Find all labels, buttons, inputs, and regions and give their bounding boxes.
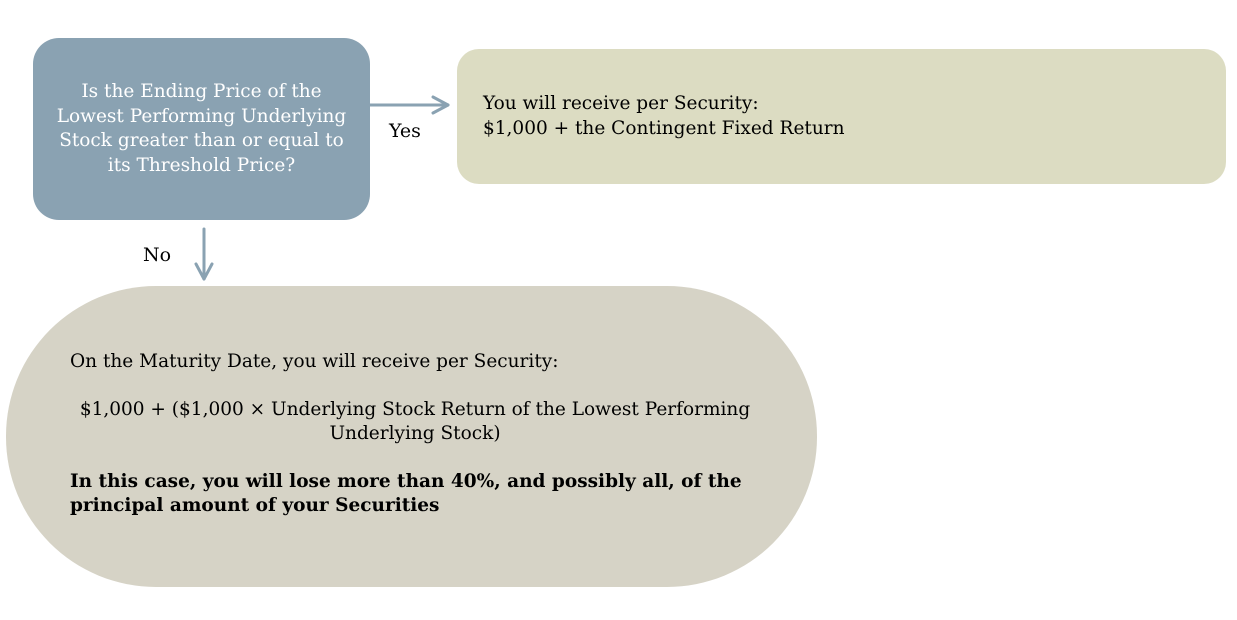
no-outcome-warning: In this case, you will lose more than 40… bbox=[70, 470, 742, 517]
no-outcome-box: On the Maturity Date, you will receive p… bbox=[6, 286, 817, 587]
yes-outcome-box: You will receive per Security: $1,000 + … bbox=[457, 49, 1226, 184]
no-outcome-formula: $1,000 + ($1,000 × Underlying Stock Retu… bbox=[79, 398, 751, 445]
yes-label: Yes bbox=[389, 120, 421, 142]
no-label: No bbox=[143, 244, 172, 266]
yes-outcome-line2: $1,000 + the Contingent Fixed Return bbox=[483, 117, 845, 139]
yes-outcome-line1: You will receive per Security: bbox=[483, 93, 759, 114]
yes-arrow bbox=[368, 95, 450, 115]
no-arrow bbox=[194, 227, 214, 281]
no-outcome-intro: On the Maturity Date, you will receive p… bbox=[70, 351, 559, 372]
decision-question: Is the Ending Price of the Lowest Perfor… bbox=[56, 81, 347, 176]
decision-node: Is the Ending Price of the Lowest Perfor… bbox=[33, 38, 370, 220]
